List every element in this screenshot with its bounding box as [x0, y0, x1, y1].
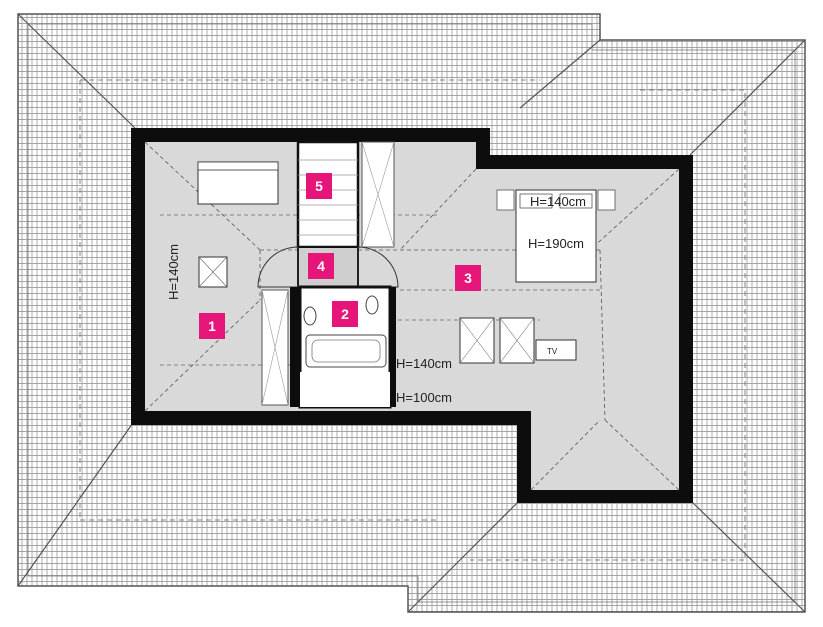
washbasin — [303, 306, 317, 326]
bedside-right — [597, 189, 616, 211]
room-badges: 1 2 3 4 5 — [199, 173, 481, 339]
interior — [144, 140, 680, 491]
room-badge-2: 2 — [332, 301, 358, 327]
mid-height-label: H=140cm — [396, 356, 452, 371]
room-badge-4: 4 — [308, 253, 334, 279]
wall-stub — [290, 287, 300, 407]
tv-label: TV — [547, 347, 558, 356]
toilet — [365, 295, 379, 315]
bathtub — [305, 334, 387, 368]
room-number-2: 2 — [341, 306, 349, 322]
roof-hip-lines — [17, 13, 806, 613]
room-number-1: 1 — [208, 318, 216, 334]
room-number-3: 3 — [464, 270, 472, 286]
bed-width-label: H=140cm — [530, 194, 586, 209]
room-badge-1: 1 — [199, 313, 225, 339]
tv-stand — [535, 339, 577, 361]
bedside-left — [496, 189, 515, 211]
room-badge-5: 5 — [306, 173, 332, 199]
room-number-5: 5 — [315, 178, 323, 194]
roof-dashed-lines — [79, 79, 746, 561]
bathtub-inner — [311, 339, 381, 363]
bottom-height-label: H=100cm — [396, 390, 452, 405]
room-badge-3: 3 — [455, 265, 481, 291]
desk-top — [197, 161, 279, 171]
room-number-4: 4 — [317, 258, 325, 274]
left-height-label: H=140cm — [166, 244, 181, 300]
dimension-labels: H=140cm H=190cm H=140cm H=140cm H=100cm … — [166, 194, 586, 405]
bed-length-label: H=190cm — [528, 236, 584, 251]
bed-pillow-right — [559, 193, 593, 209]
door-swing-right — [357, 246, 399, 288]
door-swing-left — [257, 246, 299, 288]
bed-pillow-left — [519, 193, 553, 209]
wall-stub-right — [390, 287, 396, 407]
bathroom-lower-space — [300, 372, 390, 407]
